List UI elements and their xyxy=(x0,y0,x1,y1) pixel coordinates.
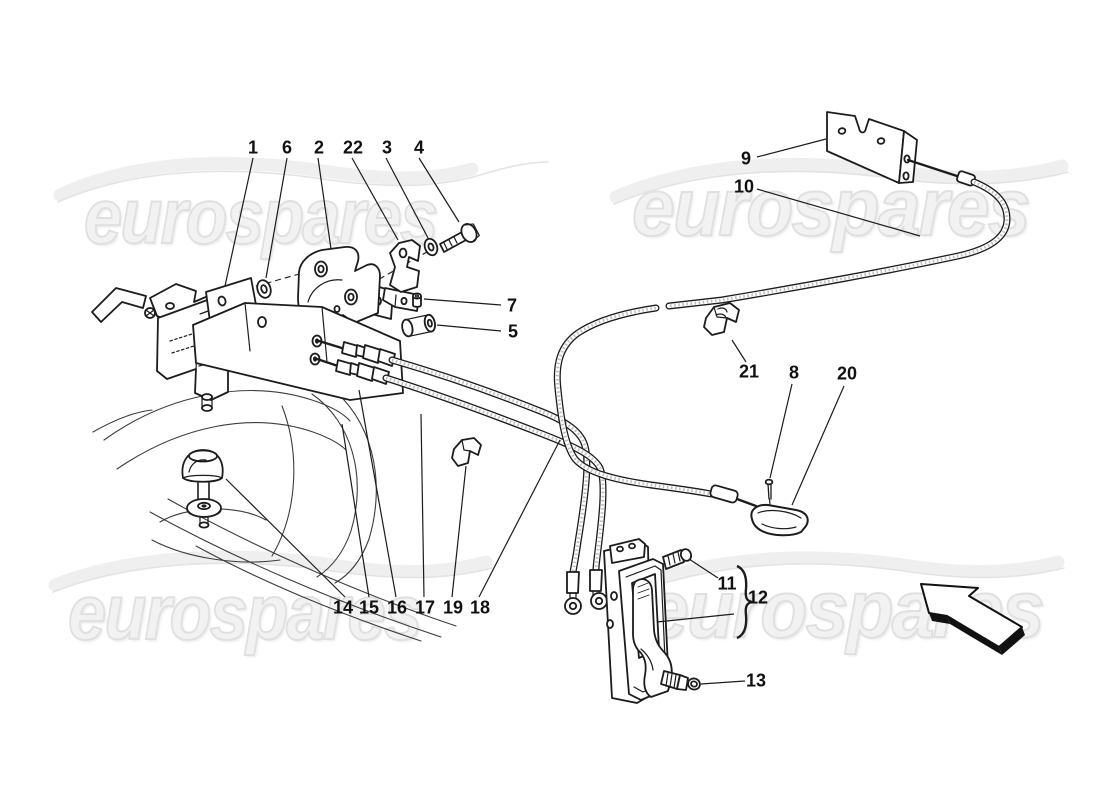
cable-adjusters xyxy=(315,339,396,385)
watermark-text: eurospares xyxy=(83,171,439,261)
part-14-bumper xyxy=(181,449,224,529)
part-21-clip xyxy=(703,302,740,336)
direction-arrow-icon xyxy=(920,583,1025,655)
part-13-screw xyxy=(660,670,701,691)
part-19-clip xyxy=(451,437,482,467)
part-20-handle xyxy=(750,503,809,537)
part-6-washer xyxy=(256,279,272,299)
release-cables xyxy=(382,356,608,615)
watermark-text: eurospares xyxy=(67,567,423,657)
part-12-lever-assembly xyxy=(603,538,673,704)
part-5-spacer xyxy=(401,313,436,338)
part-3-washer xyxy=(423,237,439,257)
part-10-cable xyxy=(553,158,1011,508)
part-2-hinge xyxy=(297,246,394,324)
car-body-outline xyxy=(92,385,457,642)
brace-12 xyxy=(736,564,753,640)
part-9-bracket xyxy=(826,111,918,184)
leader-lines xyxy=(224,138,921,685)
part-11-screw xyxy=(662,548,693,570)
part-8-pin xyxy=(764,478,774,505)
part-4-bolt xyxy=(439,223,480,253)
part-22-latch xyxy=(382,239,421,312)
cable-bracket xyxy=(192,302,404,401)
part-7-pin xyxy=(412,292,422,308)
